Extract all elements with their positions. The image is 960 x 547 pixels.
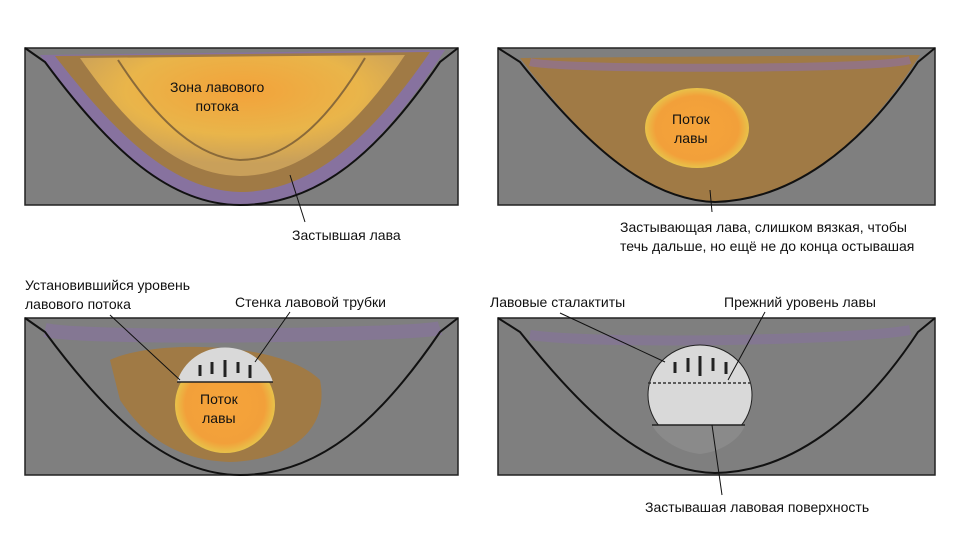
panel-1-solidified-lava-label: Застывшая лава — [292, 227, 401, 243]
panel-4-surface-label: Застывашая лавовая поверхность — [645, 499, 870, 515]
label-line: Поток — [200, 391, 238, 407]
panel-2-lava-flow — [497, 47, 936, 213]
panel-3-lava-tube-forming — [24, 311, 459, 477]
label-line: потока — [195, 98, 239, 114]
label-line: Зона лавового — [170, 79, 265, 95]
panel-3-flow-label: Поток лавы — [200, 390, 238, 428]
panel-3-level-label: Установившийся уровень лавового потока — [25, 276, 190, 314]
label-line: Установившийся уровень — [25, 277, 191, 293]
panel-3-tube-wall-label: Стенка лавовой трубки — [235, 294, 386, 310]
panel-4-former-level-label: Прежний уровень лавы — [724, 294, 876, 310]
panel-4-drained-lava-tube — [497, 311, 936, 496]
panel-4-stalactites-label: Лавовые сталактиты — [490, 294, 626, 310]
panel-1-lava-flow-zone — [24, 47, 459, 223]
label-line: Поток — [672, 111, 710, 127]
label-line: лавового потока — [25, 296, 131, 312]
panel-1-flow-zone-label: Зона лавового потока — [170, 78, 264, 116]
label-line: лавы — [202, 410, 236, 426]
panel-2-flow-label: Поток лавы — [672, 110, 710, 148]
panel-2-cooling-lava-label: Застывающая лава, слишком вязкая, чтобы … — [620, 218, 914, 256]
label-line: лавы — [674, 130, 708, 146]
label-line: течь дальше, но ещё не до конца остываша… — [620, 238, 915, 254]
label-line: Застывающая лава, слишком вязкая, чтобы — [620, 219, 907, 235]
